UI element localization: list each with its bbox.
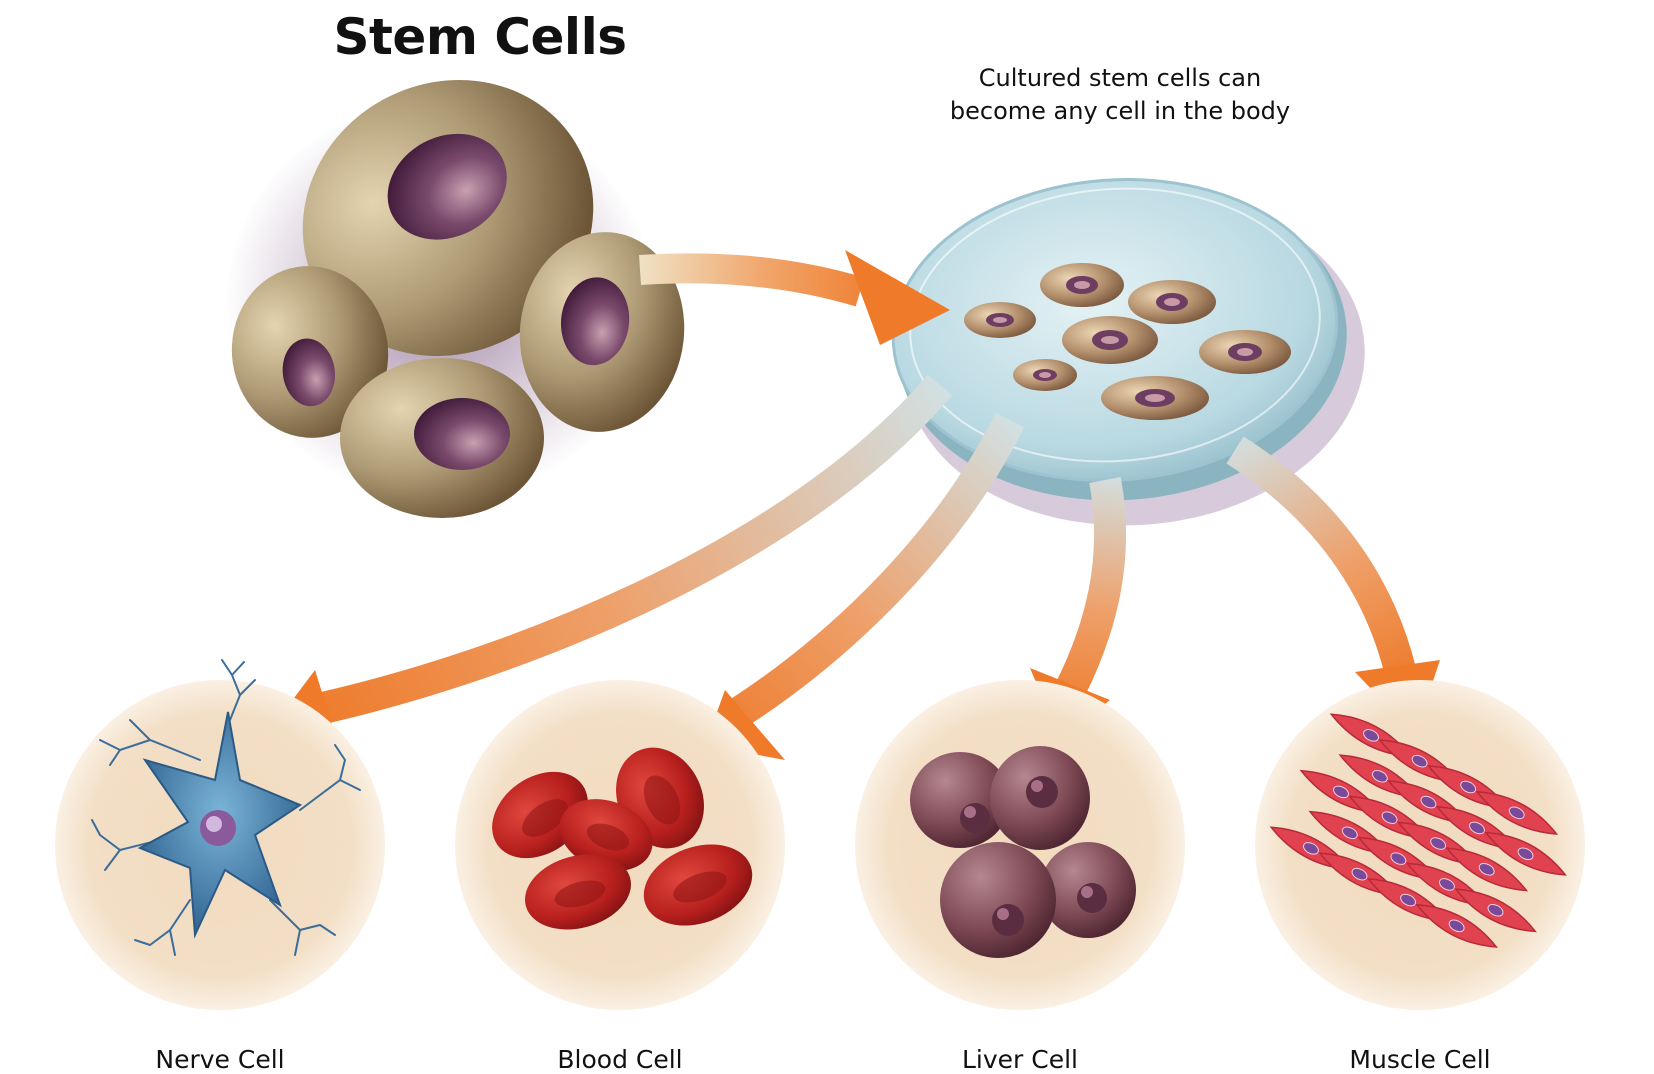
muscle-fiber-nucleus	[1303, 842, 1319, 855]
cultured-cell	[1101, 376, 1209, 420]
muscle-fiber-nucleus	[1469, 821, 1485, 835]
label-nerve-cell: Nerve Cell	[155, 1045, 285, 1074]
cultured-cell	[1013, 359, 1077, 391]
muscle-fibers	[1269, 713, 1567, 948]
liver-cell	[990, 746, 1090, 850]
stem-cell-nucleus	[560, 277, 630, 366]
muscle-fiber-nucleus	[1411, 754, 1428, 768]
cultured-cell	[1128, 280, 1216, 324]
muscle-fiber-nucleus	[1341, 826, 1358, 840]
liver-cell	[1040, 842, 1136, 938]
cultured-cell	[1040, 263, 1124, 307]
stem-cell	[340, 358, 544, 518]
stem-cell-nucleus	[282, 338, 336, 407]
stem-cell-nucleus	[414, 398, 510, 470]
muscle-fiber-nucleus	[1390, 852, 1407, 865]
cultured-cell	[1062, 316, 1158, 364]
muscle-fiber-nucleus	[1508, 806, 1525, 820]
stem-cell	[231, 266, 389, 438]
liver-cells	[910, 746, 1136, 958]
muscle-fiber-nucleus	[1439, 878, 1455, 891]
arrow-stem-to-dish	[639, 250, 950, 345]
liver-cell	[940, 842, 1056, 958]
muscle-fiber-nucleus	[1460, 780, 1477, 794]
muscle-fiber-nucleus	[1517, 847, 1534, 861]
nerve-cell-panel	[55, 659, 385, 1010]
muscle-cell-panel	[1255, 680, 1585, 1010]
label-blood-cell: Blood Cell	[557, 1045, 683, 1074]
diagram-subtitle: Cultured stem cells can become any cell …	[949, 64, 1291, 125]
nerve-cell	[91, 659, 361, 956]
liver-cell-panel	[855, 680, 1185, 1010]
muscle-fiber-nucleus	[1487, 903, 1504, 917]
stem-cell-cluster	[225, 80, 685, 518]
muscle-fiber-nucleus	[1371, 769, 1388, 783]
muscle-fiber-nucleus	[1448, 919, 1465, 933]
red-blood-cell	[643, 844, 753, 926]
cultured-cell	[964, 302, 1036, 338]
red-blood-cell	[525, 854, 631, 930]
label-liver-cell: Liver Cell	[961, 1045, 1078, 1074]
muscle-fiber-nucleus	[1351, 867, 1368, 881]
muscle-fiber-nucleus	[1333, 785, 1349, 799]
label-muscle-cell: Muscle Cell	[1349, 1045, 1491, 1074]
diagram-title: Stem Cells	[333, 8, 627, 66]
muscle-fiber-nucleus	[1363, 729, 1379, 742]
red-blood-cells	[492, 747, 753, 930]
liver-cell	[910, 752, 1010, 848]
muscle-fiber-nucleus	[1381, 811, 1398, 824]
muscle-fiber-nucleus	[1420, 795, 1437, 809]
stem-cell	[302, 80, 594, 356]
stem-cell-nucleus	[387, 133, 507, 240]
muscle-fiber-nucleus	[1400, 893, 1417, 907]
red-blood-cell	[559, 799, 653, 871]
cultured-cell	[1199, 330, 1291, 374]
muscle-fiber-nucleus	[1478, 863, 1495, 876]
blood-cell-panel	[455, 680, 785, 1010]
muscle-fiber-nucleus	[1430, 837, 1447, 850]
